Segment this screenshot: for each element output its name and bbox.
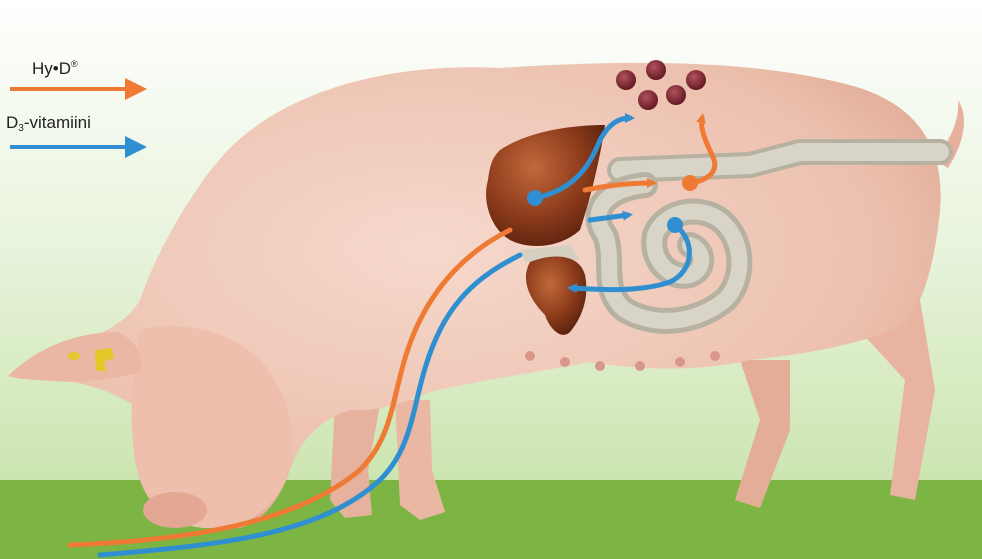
d3-node-gut [667, 217, 683, 233]
blood-cell [646, 60, 666, 80]
legend-hyd-registered-mark: ® [71, 59, 78, 69]
blood-cell [686, 70, 706, 90]
legend-label-d3: D3-vitamiini [6, 113, 91, 134]
blood-cell [616, 70, 636, 90]
legend-d3-prefix: D [6, 113, 18, 132]
legend-label-hyd: Hy•D® [32, 59, 78, 79]
blood-cell [638, 90, 658, 110]
legend-d3-suffix: -vitamiini [24, 113, 91, 132]
pig-snout [143, 492, 207, 528]
legend-hyd-suffix: D [59, 59, 71, 78]
hyd-node [682, 175, 698, 191]
ear-tag-dot [68, 352, 80, 360]
blood-cell [666, 85, 686, 105]
d3-node-liver [527, 190, 543, 206]
legend-hyd-prefix: Hy [32, 59, 53, 78]
